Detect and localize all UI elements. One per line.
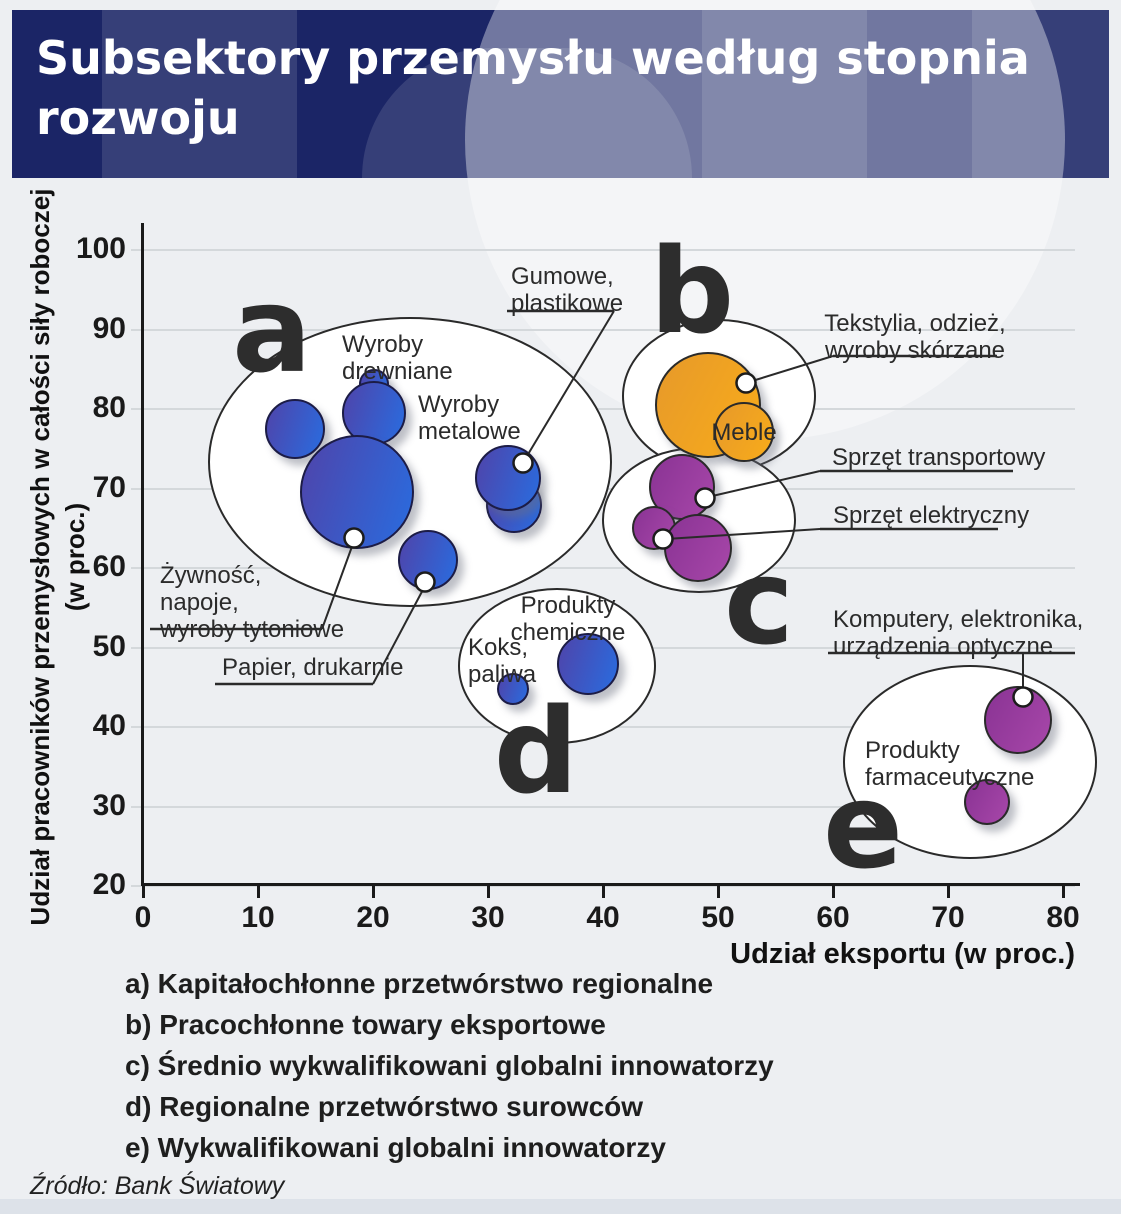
cluster-letter-c: c bbox=[724, 533, 794, 671]
legend-item-a: a) Kapitałochłonne przetwórstwo regional… bbox=[125, 968, 714, 999]
bubble-wyroby-drewniane bbox=[342, 380, 407, 445]
callout-papier-line bbox=[372, 583, 427, 685]
y-tick-label-30: 30 bbox=[92, 788, 126, 822]
x-tick-60 bbox=[832, 885, 835, 898]
x-tick-label-60: 60 bbox=[816, 901, 850, 934]
x-tick-50 bbox=[717, 885, 720, 898]
x-tick-40 bbox=[602, 885, 605, 898]
source-note: Źródło: Bank Światowy bbox=[30, 1172, 285, 1200]
callout-tekstylia-line bbox=[748, 355, 834, 383]
x-axis-line bbox=[141, 883, 1080, 886]
label-wyroby-drewniane: Wyroby drewniane bbox=[342, 331, 453, 385]
x-tick-20 bbox=[372, 885, 375, 898]
header-decor-band-3 bbox=[972, 10, 1109, 178]
callout-transportowy-dot bbox=[694, 487, 716, 509]
x-tick-label-20: 20 bbox=[356, 901, 390, 934]
callout-gumowe-dot bbox=[512, 452, 534, 474]
bubble-komputery-elektronika bbox=[984, 685, 1053, 754]
x-tick-80 bbox=[1062, 885, 1065, 898]
label-chemiczne: Produkty chemiczne bbox=[510, 592, 626, 646]
gridline-y-60 bbox=[131, 567, 1075, 569]
y-tick-label-70: 70 bbox=[92, 470, 126, 504]
legend-item-c: c) Średnio wykwalifikowani globalni inno… bbox=[125, 1050, 774, 1081]
label-wyroby-metalowe: Wyroby metalowe bbox=[418, 391, 521, 445]
callout-komputery-dot bbox=[1012, 686, 1034, 708]
bottom-strip bbox=[0, 1199, 1121, 1214]
x-tick-70 bbox=[947, 885, 950, 898]
label-meble: Meble bbox=[711, 419, 777, 446]
label-tekstylia: Tekstylia, odzież, wyroby skórzane bbox=[824, 310, 1006, 364]
y-tick-label-60: 60 bbox=[92, 550, 126, 583]
y-tick-label-40: 40 bbox=[92, 709, 126, 742]
cluster-letter-d: d bbox=[493, 682, 579, 820]
gridline-y-100 bbox=[131, 249, 1075, 251]
cluster-ellipse-e bbox=[843, 665, 1097, 859]
page-title: Subsektory przemysłu według stopnia rozw… bbox=[36, 31, 1030, 145]
x-tick-30 bbox=[487, 885, 490, 898]
x-tick-label-0: 0 bbox=[134, 901, 152, 934]
header-decor-band-2 bbox=[702, 10, 867, 178]
cluster-legend: a) Kapitałochłonne przetwórstwo regional… bbox=[125, 963, 774, 1168]
callout-transportowy-line bbox=[707, 470, 821, 498]
x-tick-label-40: 40 bbox=[586, 901, 620, 934]
cluster-ellipse-d bbox=[458, 588, 656, 744]
cluster-letter-e: e bbox=[822, 757, 904, 895]
x-tick-label-70: 70 bbox=[931, 901, 965, 934]
x-tick-10 bbox=[257, 885, 260, 898]
label-komputery: Komputery, elektronika, urządzenia optyc… bbox=[833, 606, 1084, 660]
gridline-y-80 bbox=[131, 408, 1075, 410]
y-tick-label-50: 50 bbox=[92, 629, 126, 663]
x-tick-label-30: 30 bbox=[471, 901, 505, 934]
label-gumowe: Gumowe, plastikowe bbox=[511, 263, 624, 317]
y-tick-label-20: 20 bbox=[92, 868, 126, 901]
x-tick-label-10: 10 bbox=[241, 901, 275, 934]
cluster-letter-a: a bbox=[232, 261, 312, 399]
callout-elektryczny-line bbox=[665, 528, 821, 540]
label-koks: Koks, paliwa bbox=[468, 634, 537, 688]
label-zywnosc: Żywność, napoje, wyroby tytoniowe bbox=[160, 562, 345, 643]
bubble-koks-paliwa bbox=[497, 672, 530, 705]
label-transportowy: Sprzęt transportowy bbox=[832, 444, 1046, 471]
label-papier: Papier, drukarnie bbox=[222, 654, 404, 681]
bubble-sprzet-pozostaly bbox=[664, 514, 733, 583]
header-banner: Subsektory przemysłu według stopnia rozw… bbox=[12, 10, 1109, 178]
gridline-y-30 bbox=[131, 805, 1075, 808]
x-tick-label-50: 50 bbox=[701, 901, 735, 934]
legend-item-d: d) Regionalne przetwórstwo surowców bbox=[125, 1091, 644, 1122]
label-elektryczny: Sprzęt elektryczny bbox=[833, 502, 1030, 529]
x-tick-label-80: 80 bbox=[1046, 901, 1080, 934]
y-tick-label-90: 90 bbox=[92, 311, 126, 345]
bubble-produkty-farmaceutyczne bbox=[964, 778, 1011, 825]
y-tick-label-100: 100 bbox=[75, 232, 126, 265]
header-decor-band-1 bbox=[102, 10, 297, 178]
legend-item-b: b) Pracochłonne towary eksportowe bbox=[125, 1009, 606, 1040]
bubble-wyroby-metalowe bbox=[264, 398, 325, 459]
callout-elektryczny-dot bbox=[652, 528, 674, 550]
callout-zywnosc-line bbox=[321, 540, 355, 630]
x-tick-0 bbox=[142, 885, 145, 898]
x-axis-label: Udział eksportu (w proc.) bbox=[730, 938, 1075, 970]
label-farmaceutyczne: Produkty farmaceutyczne bbox=[865, 737, 1035, 791]
callout-tekstylia-dot bbox=[735, 372, 757, 394]
cluster-letter-b: b bbox=[649, 222, 735, 360]
callout-gumowe-line bbox=[523, 310, 615, 462]
callout-zywnosc-dot bbox=[343, 527, 365, 549]
bubble-produkty-chemiczne bbox=[557, 633, 620, 696]
y-axis-line bbox=[141, 223, 144, 886]
legend-item-e: e) Wykwalifikowani globalni innowatorzy bbox=[125, 1132, 666, 1163]
y-tick-label-80: 80 bbox=[92, 391, 126, 424]
callout-papier-dot bbox=[414, 571, 436, 593]
bubble-meble bbox=[714, 402, 775, 463]
